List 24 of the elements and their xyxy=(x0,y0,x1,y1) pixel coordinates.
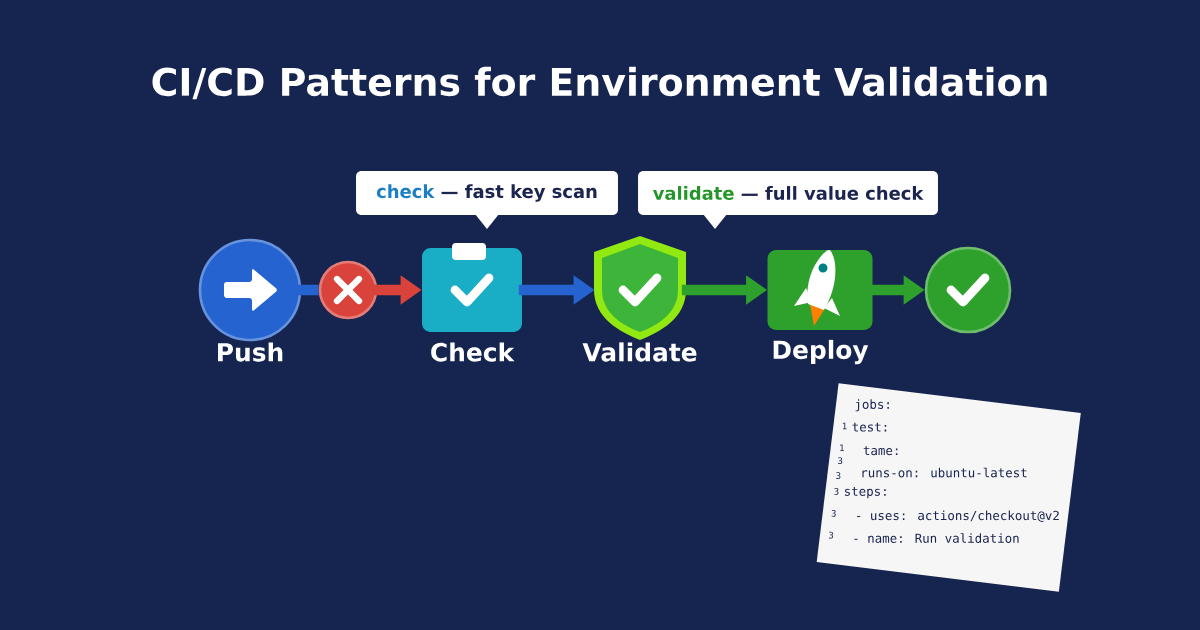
callout-bubble: validate — full value check xyxy=(638,171,938,229)
line-number: 3 xyxy=(831,509,836,517)
code-line: tame: xyxy=(863,446,898,456)
node-label: Check xyxy=(431,342,515,362)
line-number: 1 xyxy=(840,444,844,452)
line-number: 1 xyxy=(842,422,847,430)
line-number: 3 xyxy=(829,531,834,539)
step-box: Check xyxy=(422,248,522,362)
line-number: 3 xyxy=(836,472,841,479)
callout-bubble: check — fast key scan xyxy=(356,171,618,229)
node-label: Push xyxy=(218,342,283,362)
code-line: - name: Run validation xyxy=(854,533,1019,543)
code-line: runs-on: ubuntu-latest xyxy=(862,467,1027,478)
step-circle xyxy=(924,246,1012,334)
code-line: steps: xyxy=(844,487,886,499)
step-circle xyxy=(318,260,378,320)
code-line: test: xyxy=(852,422,887,432)
line-number: 3 xyxy=(834,488,839,495)
code-line: - uses: actions/checkout@v2 xyxy=(857,510,1059,522)
node-label: Validate xyxy=(582,342,697,362)
code-line: jobs: xyxy=(855,399,889,412)
node-label: Deploy xyxy=(773,339,869,365)
line-number: 3 xyxy=(838,457,843,465)
title: CI/CD Patterns for Environment Validation xyxy=(152,66,1047,100)
